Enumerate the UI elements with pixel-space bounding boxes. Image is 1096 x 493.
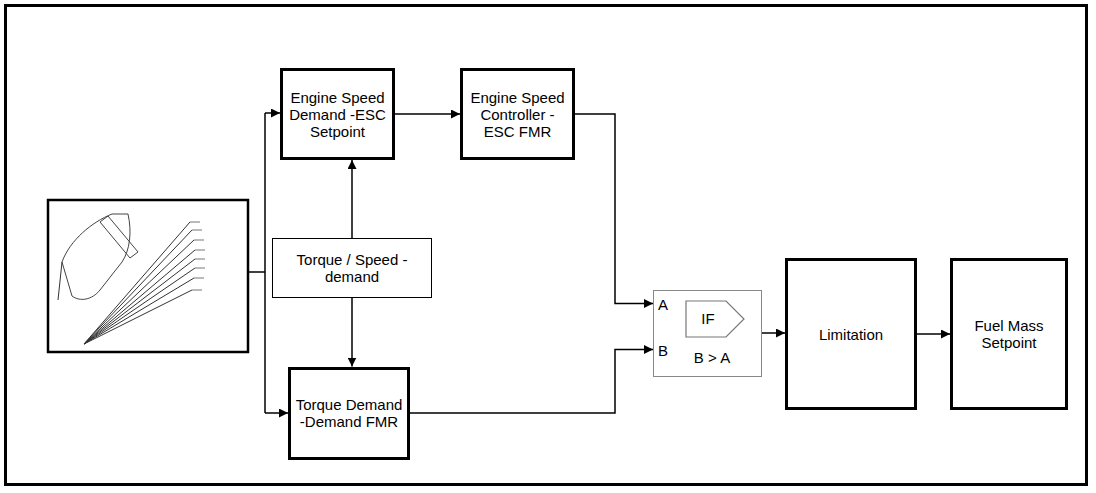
- process-box: Engine Speed Demand -ESC Setpoint: [280, 68, 395, 160]
- signal-arrow: [410, 350, 653, 414]
- output-box: Fuel Mass Setpoint: [950, 258, 1068, 410]
- signal-arrow: [917, 333, 950, 335]
- box-label: Torque Demand -Demand FMR: [295, 396, 403, 430]
- switch-block: A B IF B > A: [653, 290, 762, 377]
- port-label: B: [658, 342, 668, 359]
- pedal-frame: [48, 200, 248, 352]
- signal-arrow: [395, 113, 460, 115]
- box-label: Torque / Speed - demand: [279, 251, 425, 285]
- input-box: Torque / Speed - demand: [272, 238, 432, 298]
- signal-arrow: [351, 298, 353, 367]
- process-box: Torque Demand -Demand FMR: [288, 367, 410, 460]
- signal-arrow: [762, 332, 785, 334]
- pedal-sketch: [58, 214, 205, 344]
- box-label: Fuel Mass Setpoint: [957, 317, 1061, 351]
- port-label: A: [658, 296, 668, 313]
- box-label: Limitation: [792, 326, 910, 343]
- box-label: Engine Speed Controller -ESC FMR: [467, 89, 568, 140]
- process-box: Engine Speed Controller -ESC FMR: [460, 68, 575, 160]
- switch-symbol-text: IF: [688, 310, 728, 327]
- condition-text: B > A: [684, 349, 740, 366]
- process-box: Limitation: [785, 258, 917, 410]
- signal-arrow: [351, 160, 353, 238]
- box-label: Engine Speed Demand -ESC Setpoint: [287, 89, 388, 140]
- signal-arrow: [575, 114, 653, 304]
- switch-arrow-outline: [686, 301, 744, 337]
